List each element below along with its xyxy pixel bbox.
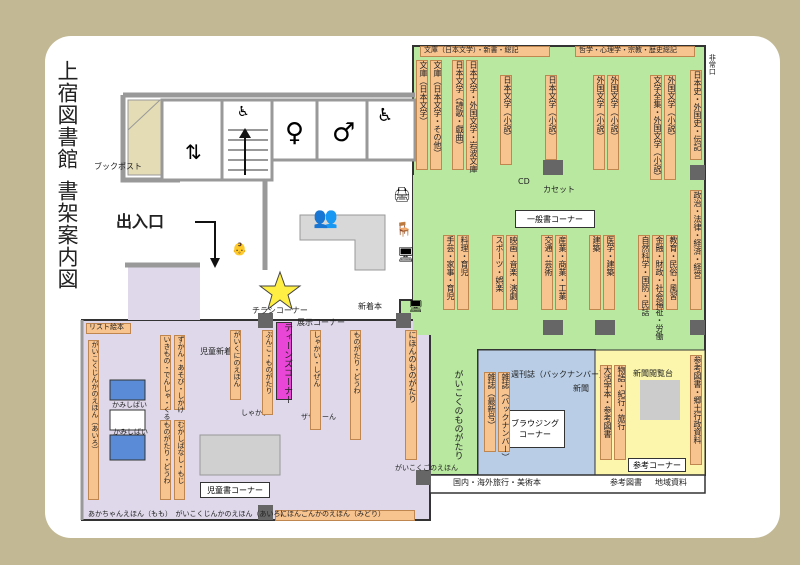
- shelf-kids-right: ぶんこ・ものがたり: [262, 330, 273, 415]
- shelf-g5a: 自然科学・国防・民話: [638, 235, 650, 316]
- shelf-kids-top: がいこくごのえほん: [395, 464, 458, 472]
- shelf-taishu2: 物語・紀行・旅行: [614, 365, 626, 460]
- shelf-kids6: しゃかい・しぜん: [310, 330, 321, 430]
- shelf-c1a: 文庫（日本文学）: [416, 60, 428, 170]
- list-ehon-shelf: リスト絵本: [86, 323, 131, 334]
- shelf-right-wall-3: 参考図書・郷土行政資料: [690, 355, 702, 465]
- shelf-kids-left: がいこくじんかのえほん（あいろ）: [88, 340, 99, 500]
- shelf-bottom-2: 参考図書: [610, 478, 642, 487]
- shelf-g3a: 交通・芸術: [541, 235, 553, 310]
- shelf-g2a: スポーツ・娯楽: [492, 235, 504, 310]
- kamishibai-label: かみしばい: [112, 401, 147, 409]
- shelf-kids1: いきもの・でんしゃ・くるま: [160, 335, 171, 427]
- shelf-g1a: 手芸・家事・育児: [443, 235, 455, 310]
- shelf-top-1: 文庫（日本文学）・新書・総記: [420, 46, 550, 57]
- shelf-c5a: 外国文学（小説）: [593, 75, 605, 170]
- computer-icon: 🖥: [397, 247, 415, 263]
- stairs-icon: ♿: [237, 104, 250, 120]
- shelf-bottom-3: 地域資料: [655, 478, 687, 487]
- shelf-bottom-kids2: あかちゃんえほん（もも） がいこくじんかのえほん（あいろ）: [88, 510, 288, 518]
- shelf-c2b: 日本文学・外国文学・岩波文庫: [466, 60, 478, 173]
- shelf-kids3b: ものがたり・どうわ: [350, 330, 361, 440]
- library-subtitle: 書架案内図: [55, 180, 79, 290]
- exhibit-corner-label: 展示コーナー: [297, 318, 345, 327]
- shelf-g6a: 金融・財政・社会福祉・労働: [652, 235, 664, 340]
- womens-restroom-icon: ♀: [285, 118, 305, 148]
- shelf-bottom-kids: にほんごんかのえほん（みどり）: [275, 510, 415, 521]
- shelf-c3: 日本文学（小説）: [500, 75, 512, 165]
- entrance-label: 出入口: [116, 212, 165, 231]
- baby-icon: 👶: [232, 242, 247, 256]
- shelf-top-2: 哲学・心理学・宗教・歴史総記: [575, 46, 695, 57]
- computer-icon: 🖥: [408, 299, 424, 313]
- shelf-kids3: ものがたり・どうわ: [160, 420, 171, 500]
- shelf-g4a: 建築: [589, 235, 601, 310]
- newspaper-shelf-label: 新聞閲覧台: [633, 369, 673, 378]
- staff-icon: 👥: [313, 205, 338, 229]
- shelf-c6b: 外国文学（小説）: [664, 75, 676, 180]
- shelf-right-wall-2: 政治・法律・経済・経営: [690, 190, 702, 310]
- shelf-taishu: 大活字本・参考図書: [600, 365, 612, 460]
- weekly-magazine-label: 週刊誌（バックナンバー）: [511, 370, 607, 379]
- shelf-zasshi2: 雑誌（バックナンバー）: [498, 372, 510, 461]
- mens-restroom-icon: ♂: [332, 118, 356, 148]
- reference-corner-label: 参考コーナー: [628, 458, 686, 472]
- emergency-exit-label: 非常口: [708, 54, 717, 75]
- newspaper-table: [640, 380, 680, 420]
- new-books-label: 新着本: [358, 302, 382, 311]
- elevator-icon: ⇅: [185, 140, 202, 164]
- gaikoku-label: がいこくのものがたり: [452, 370, 463, 460]
- teens-corner: ティーンズコーナー: [276, 322, 292, 404]
- shelf-g3b: 産業・商業・工業: [555, 235, 567, 310]
- shelf-c4: 日本文学（小説）: [545, 75, 557, 160]
- desk-icon: 🪑: [395, 222, 413, 238]
- accessible-restroom-icon: ♿: [377, 105, 394, 126]
- shelf-right-wall: 日本史・外国史・伝記: [690, 70, 702, 160]
- copy-machine-icon: 🖨: [393, 187, 411, 203]
- shelf-c2a: 日本文学（詩歌・戯曲）: [452, 60, 464, 170]
- cd-label: CD: [518, 177, 530, 186]
- newspaper-label: 新聞: [573, 384, 589, 393]
- shelf-nihon: にほんのものがたり: [405, 330, 417, 460]
- library-title: 上宿図書館: [55, 60, 79, 170]
- shelf-c1b: 文庫（日本文学・その他）: [430, 60, 442, 170]
- shelf-kids4: むかしばなし・もじ: [174, 420, 185, 500]
- shelf-g4b: 医学・建築: [603, 235, 615, 310]
- cassette-label: カセット: [543, 185, 575, 194]
- shelf-kids5: がいくにのえほん: [230, 330, 241, 400]
- shelf-bottom-1: 国内・海外旅行・美術本: [453, 478, 541, 487]
- kamishibai-label-2: かみしばい: [113, 428, 148, 436]
- flyer-corner-label: チラシコーナー: [252, 306, 308, 315]
- shelf-g2b: 映画・音楽・演劇: [506, 235, 518, 310]
- shelf-zasshi: 雑誌（最新号）: [484, 372, 496, 452]
- general-corner-label: 一般書コーナー: [515, 210, 595, 228]
- book-post-label: ブックポスト: [94, 162, 142, 171]
- shelf-g1b: 料理・育児: [457, 235, 469, 310]
- kids-new-books-label: 児童新着本: [200, 347, 240, 356]
- shelf-c5b: 外国文学（小説）: [607, 75, 619, 170]
- shelf-kids2: ずかん・あそび・しかけ: [174, 335, 185, 413]
- kids-corner-label: 児童書コーナー: [200, 482, 270, 498]
- shakai-label: しゃかい: [241, 409, 269, 417]
- shelf-g6b: 教育・民俗・風習: [666, 235, 678, 310]
- shelf-c6a: 文学全集・外国文学（小説）: [650, 75, 662, 180]
- browsing-corner-label: ブラウジング コーナー: [505, 410, 565, 448]
